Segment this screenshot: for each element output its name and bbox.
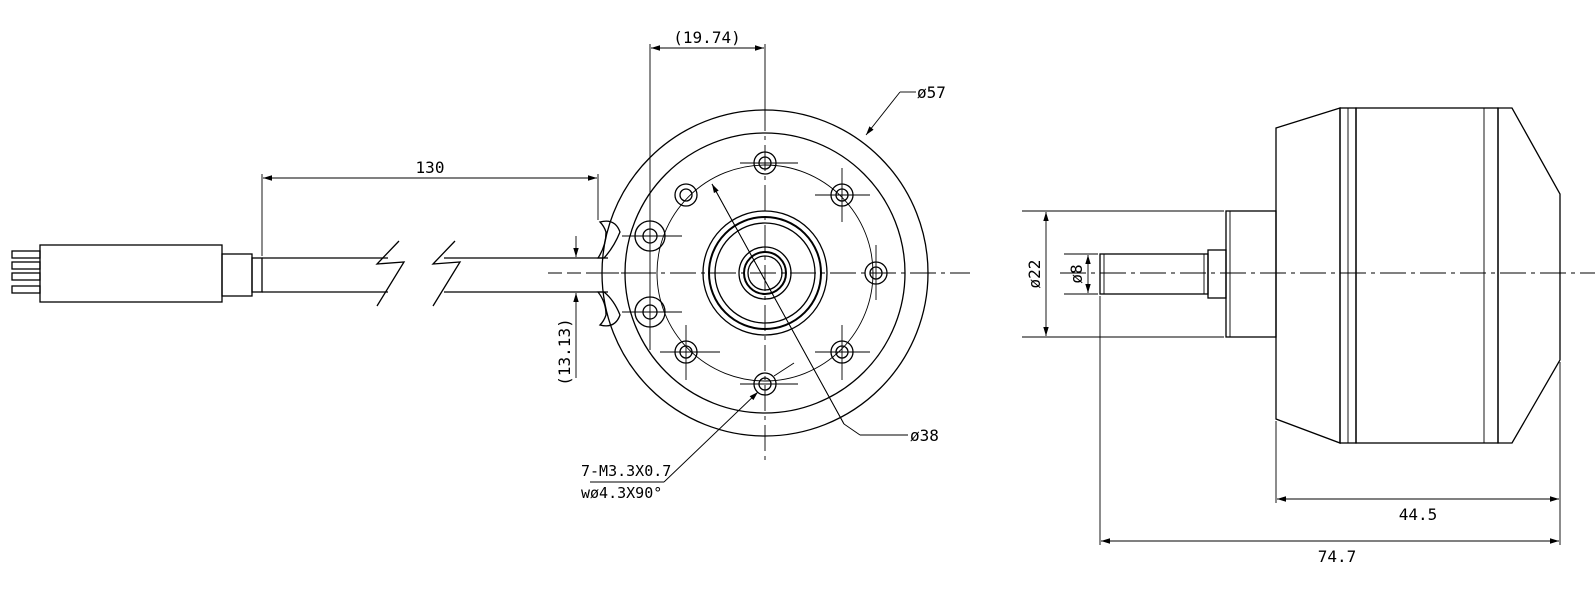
bolt-circle: [656, 164, 874, 382]
dimension-body-length: 44.5: [1275, 362, 1561, 545]
dimension-total-length: 74.7: [1099, 296, 1559, 566]
mount-hole-callout: 7-M3.3X0.7 wø4.3X90°: [581, 362, 795, 502]
connector-body: [39, 244, 223, 303]
outer-diameter-callout: ø57: [865, 83, 946, 136]
dimension-shaft-diameter: ø8: [1064, 253, 1098, 295]
shaft-inner-circle: [747, 255, 783, 291]
cable-break-symbol: [375, 240, 462, 307]
dim-label-d57: ø57: [917, 83, 946, 102]
mount-hole: [864, 245, 888, 300]
cable-outlet-hole: [622, 296, 682, 328]
cable-outlet-hole: [622, 220, 682, 252]
outer-housing-circle: [601, 109, 929, 437]
hub-step-circle: [714, 222, 816, 324]
inner-face-circle: [624, 132, 906, 414]
callout-line-1: 7-M3.3X0.7: [581, 462, 671, 480]
dim-label-74-7: 74.7: [1318, 547, 1357, 566]
dim-label-13-13: (13.13): [555, 318, 574, 385]
cable-assembly: [11, 220, 640, 327]
dim-label-d22: ø22: [1025, 260, 1044, 289]
connector-sleeve: [251, 257, 263, 293]
front-view: ø38 ø57 (19.74) 7-M3.3X0.7 wø4.3X90°: [581, 28, 970, 502]
hub-outer-circle: [702, 210, 828, 336]
bolt-circle-callout: ø38: [711, 183, 939, 445]
connector-collar: [221, 253, 253, 297]
dimension-cable-length: 130: [261, 158, 599, 256]
shaft-circle: [743, 251, 787, 295]
shaft-outer-circle: [738, 246, 792, 300]
hub-inner-circle: [708, 216, 822, 330]
side-view: ø22 ø8 44.5 74.7: [1022, 107, 1595, 566]
dimension-hub-diameter: ø22: [1022, 210, 1224, 338]
rotor-rear-cone: [1497, 107, 1561, 444]
connector-pins: [11, 250, 41, 294]
cable-grommet: [596, 220, 621, 327]
dim-label-d8: ø8: [1067, 264, 1086, 283]
mount-hole: [740, 151, 798, 175]
mount-hole: [660, 325, 720, 380]
hub: [1225, 210, 1277, 338]
shaft-collar: [1207, 249, 1227, 299]
dim-label-d38: ø38: [910, 426, 939, 445]
rotor-can: [1355, 107, 1499, 444]
callout-line-2: wø4.3X90°: [581, 484, 662, 502]
shaft: [1099, 253, 1209, 295]
mount-hole: [674, 183, 698, 207]
mount-hole: [740, 372, 798, 396]
dimension-wire-spacing: (13.13): [555, 236, 598, 386]
rotor-front-bevel: [1275, 107, 1341, 444]
dim-label-44-5: 44.5: [1399, 505, 1438, 524]
mount-hole: [815, 168, 870, 222]
dimension-connector-offset: (19.74): [649, 28, 766, 350]
dim-label-130: 130: [416, 158, 445, 177]
mounting-holes: [622, 151, 888, 396]
mount-hole: [815, 325, 870, 380]
dim-label-19-74: (19.74): [673, 28, 740, 47]
